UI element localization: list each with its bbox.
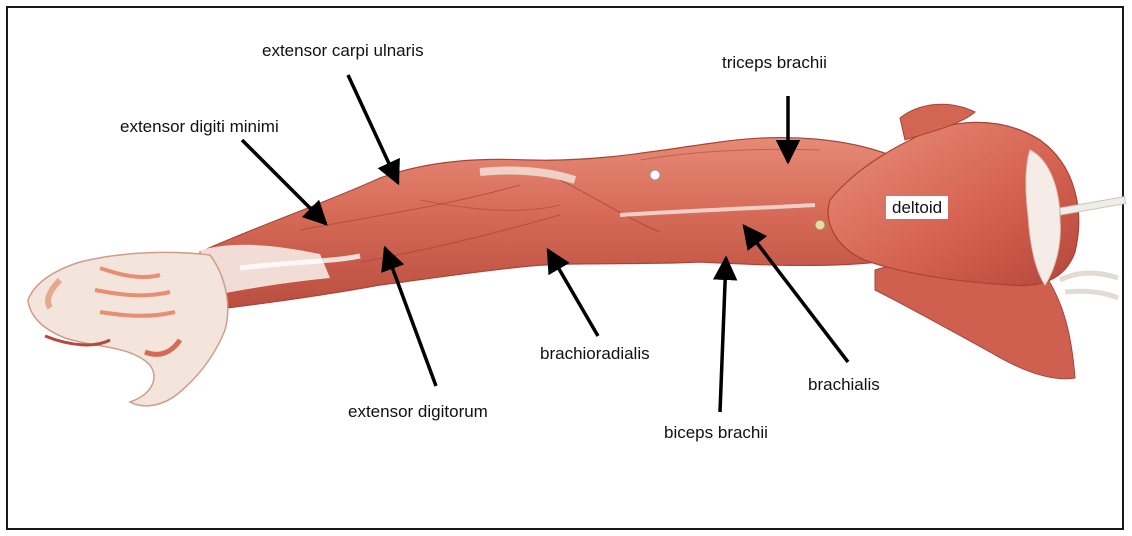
label-brachialis: brachialis bbox=[808, 376, 880, 393]
arm-body bbox=[200, 138, 900, 310]
arrow-extensor-digiti-minimi bbox=[242, 140, 326, 224]
arrow-biceps-brachii bbox=[720, 258, 726, 412]
label-triceps-brachii: triceps brachii bbox=[722, 54, 827, 71]
label-brachioradialis: brachioradialis bbox=[540, 345, 650, 362]
pin-top bbox=[650, 170, 660, 180]
pin bbox=[815, 220, 825, 230]
label-biceps-brachii: biceps brachii bbox=[664, 424, 768, 441]
label-extensor-carpi-ulnaris: extensor carpi ulnaris bbox=[262, 42, 424, 59]
label-deltoid: deltoid bbox=[886, 196, 948, 219]
arrow-extensor-carpi-ulnaris bbox=[348, 75, 398, 183]
label-extensor-digiti-minimi: extensor digiti minimi bbox=[120, 118, 279, 135]
label-extensor-digitorum: extensor digitorum bbox=[348, 403, 488, 420]
